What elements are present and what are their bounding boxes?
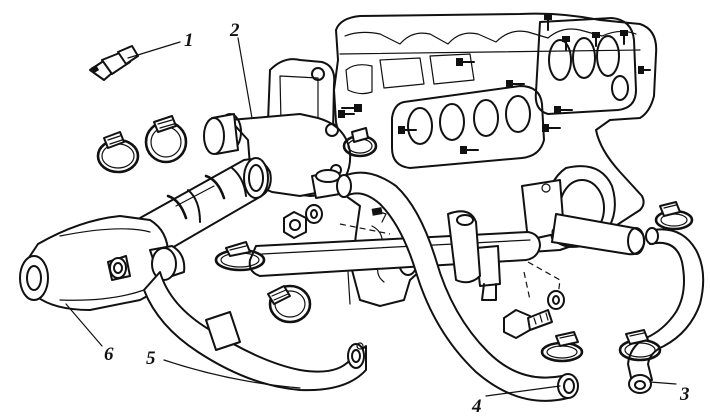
callout-2: 2	[229, 20, 240, 41]
callout-labels: 1 2 3 4 5 6	[104, 20, 690, 417]
hose-clamp	[618, 329, 662, 362]
callout-1: 1	[184, 30, 194, 51]
engine-cylinder-head	[333, 12, 658, 307]
callout-5: 5	[146, 348, 156, 369]
leader-lines	[65, 37, 677, 397]
bolt-and-washer	[503, 290, 565, 339]
hose-clamp	[214, 241, 266, 272]
hose-clamp	[540, 331, 584, 363]
hose-clamp	[342, 127, 378, 158]
callout-3: 3	[679, 384, 690, 405]
hose-clamp	[96, 131, 140, 174]
hose-clamp	[144, 115, 188, 164]
water-pump-housing	[521, 165, 646, 256]
nut-and-washer	[283, 204, 323, 239]
hose-clamp	[267, 284, 312, 324]
hose-5	[143, 271, 367, 392]
callout-6: 6	[104, 344, 114, 365]
manifold-studs	[338, 14, 651, 154]
callout-4: 4	[471, 396, 482, 417]
thermostat-housing	[19, 157, 272, 311]
temperature-sensor	[89, 45, 139, 81]
hose-clamp	[654, 201, 694, 231]
hose-4	[336, 171, 579, 402]
assembly-guides	[339, 223, 561, 301]
hose-clamps	[96, 115, 694, 363]
coolant-transfer-pipe	[248, 210, 541, 301]
